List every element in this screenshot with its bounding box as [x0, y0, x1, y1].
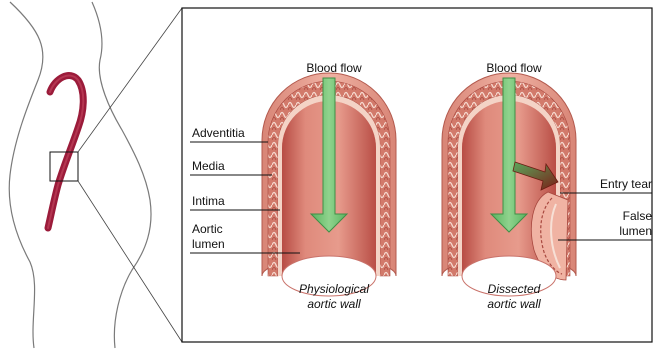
caption-physiological-1: Physiological	[299, 282, 369, 296]
dissected-aortic-wall	[442, 73, 576, 296]
zoom-line-bottom	[78, 181, 182, 342]
caption-dissected-2: aortic wall	[487, 297, 541, 311]
caption-physiological-2: aortic wall	[307, 297, 361, 311]
physiological-aortic-wall	[262, 73, 396, 296]
label-entry-tear: Entry tear	[600, 177, 652, 191]
zoom-line-top	[78, 8, 182, 152]
blood-flow-label-right: Blood flow	[486, 61, 542, 75]
blood-flow-label-left: Blood flow	[306, 61, 362, 75]
body-silhouette	[9, 2, 151, 348]
label-false-lumen-1: False	[623, 209, 653, 223]
label-aortic-lumen-2: lumen	[192, 237, 225, 251]
label-intima: Intima	[192, 194, 225, 208]
label-adventitia: Adventitia	[192, 126, 245, 140]
caption-dissected-1: Dissected	[488, 282, 541, 296]
label-false-lumen-2: lumen	[619, 224, 652, 238]
label-aortic-lumen-1: Aortic	[192, 222, 223, 236]
label-media: Media	[192, 159, 225, 173]
